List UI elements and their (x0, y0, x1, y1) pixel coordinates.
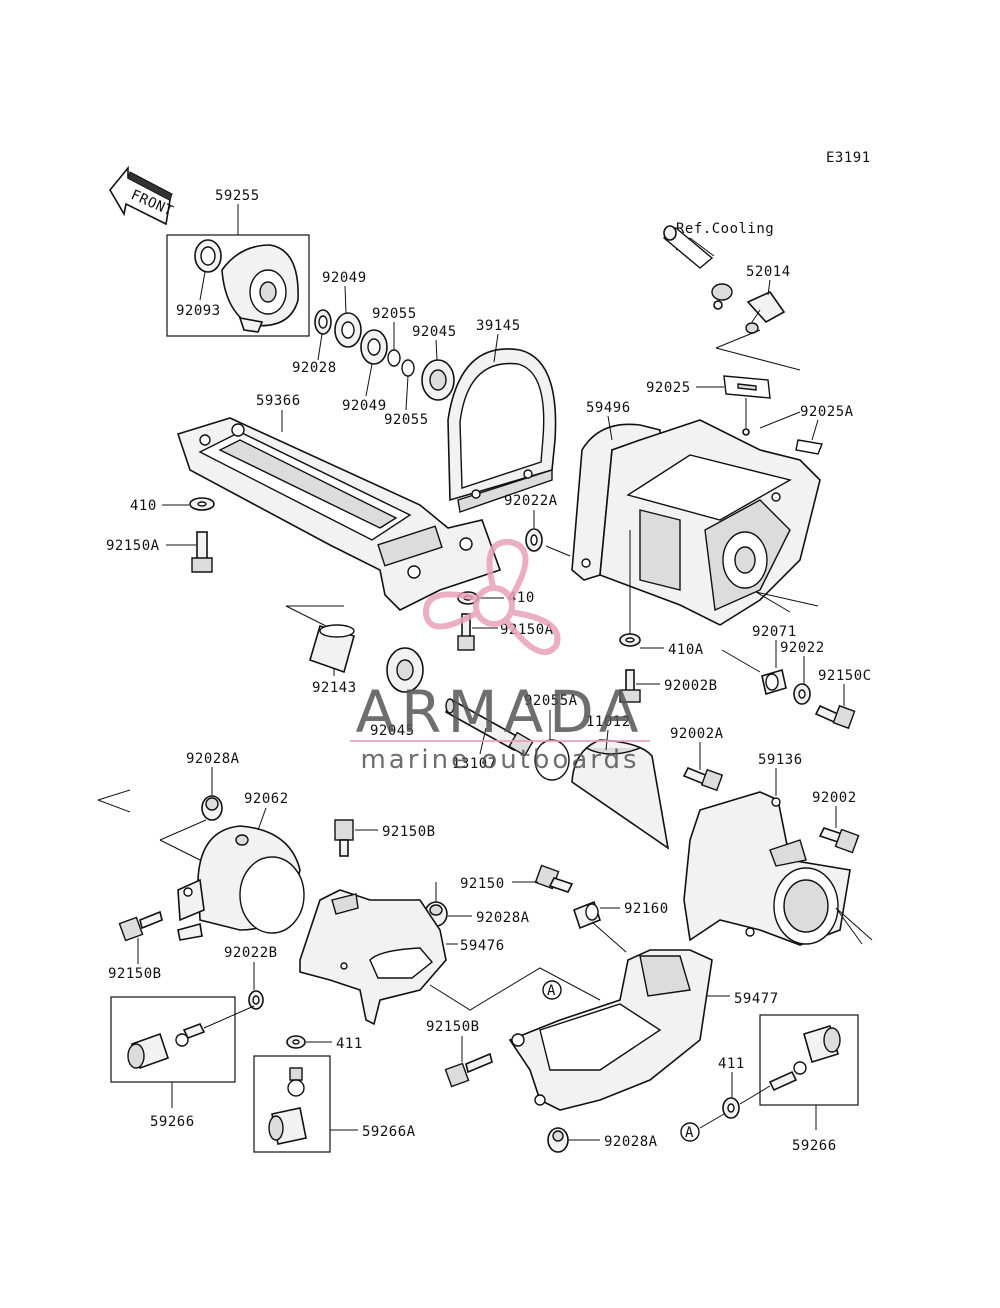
label-59477: 59477 (734, 991, 779, 1007)
label-92028: 92028 (292, 360, 337, 376)
spacer-92071 (761, 668, 787, 696)
ref-letter-a-top: A (547, 983, 556, 999)
spacer-92160 (573, 900, 601, 930)
bolt-92150C (814, 704, 856, 730)
label-92150C: 92150C (818, 668, 872, 684)
housing-59477 (508, 949, 713, 1111)
bolt-92150B-left (118, 910, 163, 942)
label-59476: 59476 (460, 938, 505, 954)
bolt-92002 (818, 827, 860, 854)
label-410: 410 (130, 498, 157, 514)
label-13107: 13107 (452, 756, 497, 772)
washer-92022A (525, 528, 543, 552)
label-92002: 92002 (812, 790, 857, 806)
label-92150B-top: 92150B (382, 824, 436, 840)
label-92049b: 92049 (342, 398, 387, 414)
washer-92022B (248, 990, 264, 1010)
label-59266-right: 59266 (792, 1138, 837, 1154)
label-92093: 92093 (176, 303, 221, 319)
label-59266-left: 59266 (150, 1114, 195, 1130)
label-411-right: 411 (718, 1056, 745, 1072)
label-92028A-mid: 92028A (476, 910, 530, 926)
ref-cooling-label: Ref.Cooling (676, 221, 774, 237)
label-92071: 92071 (752, 624, 797, 640)
nozzle-59136 (683, 791, 851, 946)
label-59266A: 59266A (362, 1124, 416, 1140)
bolt-92150 (534, 864, 574, 893)
ref-mark-a-top: A (542, 980, 562, 1000)
watermark-brand: ARMADA (355, 678, 644, 746)
label-92045b: 92045 (370, 723, 415, 739)
label-92022A: 92022A (504, 493, 558, 509)
watermark-tagline: marine outboards (360, 745, 639, 775)
label-410A: 410A (668, 642, 704, 658)
label-11012: 11012 (586, 714, 631, 730)
bolt-92150A-mid (457, 613, 475, 651)
label-92049a: 92049 (322, 270, 367, 286)
label-92022B: 92022B (224, 945, 278, 961)
bearing-parts (314, 309, 455, 401)
label-39145: 39145 (476, 318, 521, 334)
label-92150: 92150 (460, 876, 505, 892)
pump-housing-59496 (571, 419, 821, 626)
label-92025A: 92025A (800, 404, 854, 420)
label-59496: 59496 (586, 400, 631, 416)
label-92002A: 92002A (670, 726, 724, 742)
cover-92062 (177, 825, 305, 941)
bolt-92002A (682, 766, 724, 792)
propeller-icon (422, 538, 561, 655)
label-59366: 59366 (256, 393, 301, 409)
label-92150B-left: 92150B (108, 966, 162, 982)
label-92062: 92062 (244, 791, 289, 807)
front-arrow-icon: FRONT (109, 165, 176, 226)
label-92028A-top: 92028A (186, 751, 240, 767)
label-92055b: 92055 (384, 412, 429, 428)
label-92002B: 92002B (664, 678, 718, 694)
label-92022: 92022 (780, 640, 825, 656)
label-92055A: 92055A (524, 693, 578, 709)
grate-39145 (447, 348, 557, 513)
bolt-92150A-left (191, 531, 213, 573)
pump-case-59366 (176, 417, 502, 611)
drain-plug-59266-right (739, 1014, 859, 1106)
shaft-13107 (444, 698, 534, 757)
bushing-92028A-top (201, 795, 223, 821)
label-92025: 92025 (646, 380, 691, 396)
drain-plug-59266-left (110, 996, 255, 1083)
washer-410-left (189, 497, 215, 511)
plate-92025 (723, 375, 771, 436)
label-92143: 92143 (312, 680, 357, 696)
cooling-hose (662, 225, 733, 310)
impeller-assembly (166, 234, 310, 337)
washer-411-left (286, 1035, 306, 1049)
label-92028A-low: 92028A (604, 1134, 658, 1150)
label-59136: 59136 (758, 752, 803, 768)
bolt-92150B-top (334, 819, 354, 857)
label-92160: 92160 (624, 901, 669, 917)
sleeve-92143 (309, 624, 355, 674)
washer-411-right (722, 1097, 740, 1119)
watermark: ARMADA marine outboards (350, 538, 650, 775)
label-92150A-left: 92150A (106, 538, 160, 554)
label-92055a: 92055 (372, 306, 417, 322)
cover-59476 (299, 889, 447, 1026)
diagram-code: E3191 (826, 150, 871, 166)
bolt-92150B-low (444, 1052, 493, 1088)
bushing-92028A-low (547, 1127, 569, 1153)
label-411-left: 411 (336, 1036, 363, 1052)
washer-92022 (793, 683, 811, 705)
label-59255: 59255 (215, 188, 260, 204)
label-92150B-low: 92150B (426, 1019, 480, 1035)
label-52014: 52014 (746, 264, 791, 280)
hose-fitting-52014 (745, 290, 786, 334)
bolt-92002B (619, 669, 641, 703)
bearing-92045-lower (386, 647, 424, 693)
label-92045a: 92045 (412, 324, 457, 340)
ref-mark-a-bottom: A (680, 1122, 700, 1142)
bracket-92025A (795, 439, 823, 455)
washer-410A (619, 633, 641, 647)
drain-plug-59266A (253, 1055, 331, 1153)
ref-letter-a-bottom: A (685, 1125, 694, 1141)
